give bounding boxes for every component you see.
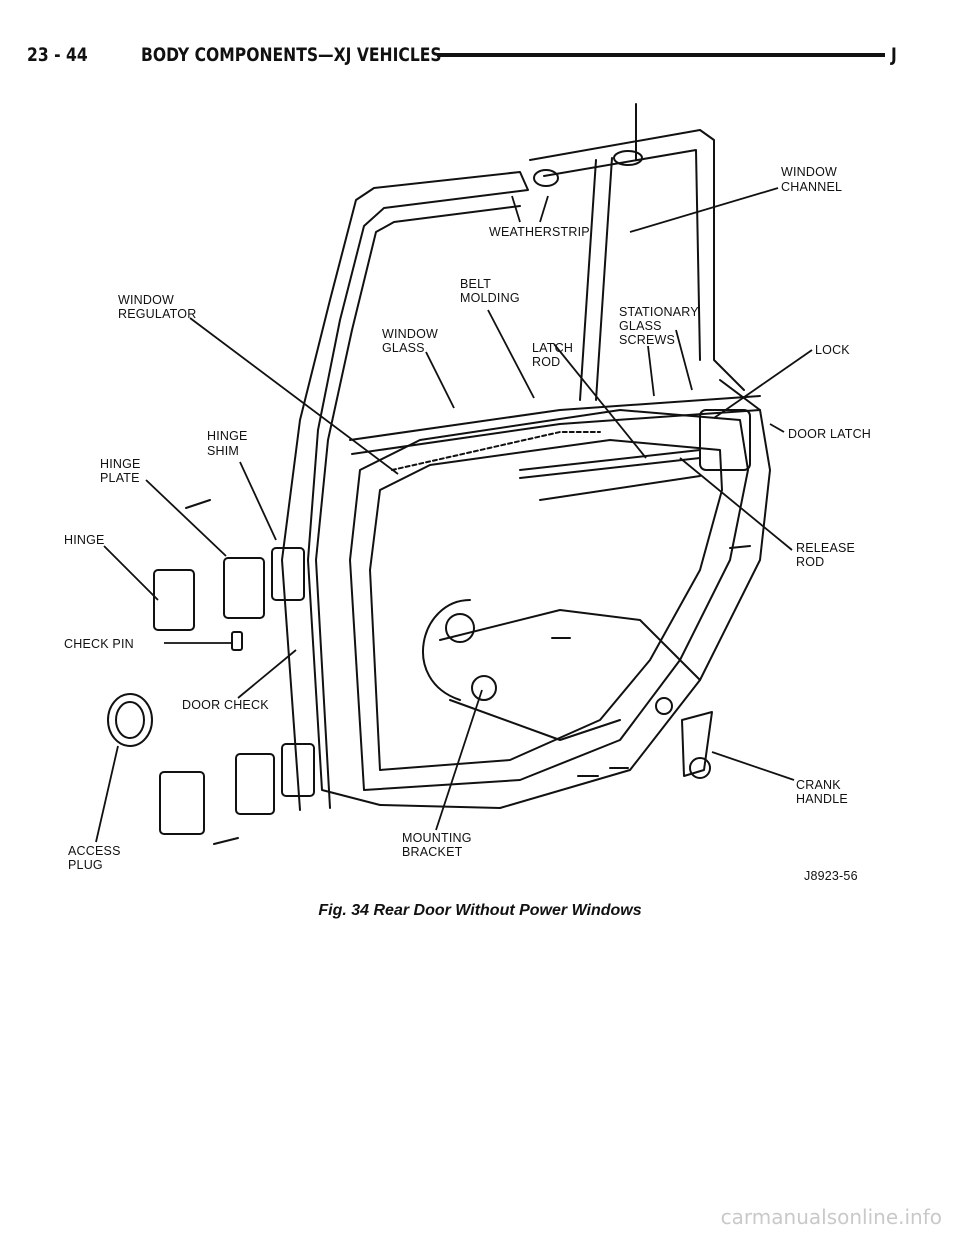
- label-hinge: HINGE: [64, 533, 105, 547]
- label-belt-molding-2: MOLDING: [460, 291, 520, 305]
- label-window-glass-1: WINDOW: [382, 327, 438, 341]
- inner-panel: [349, 409, 749, 791]
- label-hinge-shim-1: HINGE: [207, 429, 248, 443]
- label-window-regulator-2: REGULATOR: [118, 307, 196, 321]
- label-hinge-plate-2: PLATE: [100, 471, 140, 485]
- page-header: 23 - 44 BODY COMPONENTS—XJ VEHICLES J: [27, 44, 933, 74]
- label-crank-handle-1: CRANK: [796, 778, 841, 792]
- label-latch-rod-2: ROD: [532, 355, 560, 369]
- label-weatherstrip: WEATHERSTRIP: [489, 225, 590, 239]
- label-latch-rod-1: LATCH: [532, 341, 573, 355]
- header-rule: [437, 53, 885, 57]
- label-mounting-bracket-2: BRACKET: [402, 845, 463, 859]
- label-door-latch: DOOR LATCH: [788, 427, 871, 441]
- label-release-rod-2: ROD: [796, 555, 824, 569]
- label-door-check: DOOR CHECK: [182, 698, 269, 712]
- door-shell-outline: [281, 171, 771, 811]
- page-number: 23 - 44: [27, 44, 88, 66]
- label-mounting-bracket-1: MOUNTING: [402, 831, 472, 845]
- part-labels: WINDOW CHANNEL WEATHERSTRIP BELT MOLDING…: [64, 165, 871, 883]
- door-drawing: [107, 103, 771, 845]
- label-hinge-shim-2: SHIM: [207, 444, 239, 458]
- label-lock: LOCK: [815, 343, 850, 357]
- figure-code: J8923-56: [804, 869, 858, 883]
- label-check-pin: CHECK PIN: [64, 637, 134, 651]
- label-crank-handle-2: HANDLE: [796, 792, 848, 806]
- watermark: carmanualsonline.info: [720, 1205, 942, 1229]
- leader-lines: [95, 187, 813, 843]
- label-stationary-glass-screws-2: GLASS: [619, 319, 662, 333]
- label-window-channel-2: CHANNEL: [781, 180, 842, 194]
- label-stationary-glass-screws-3: SCREWS: [619, 333, 675, 347]
- label-window-glass-2: GLASS: [382, 341, 425, 355]
- label-belt-molding-1: BELT: [460, 277, 491, 291]
- section-title: BODY COMPONENTS—XJ VEHICLES: [141, 44, 442, 66]
- label-window-channel-1: WINDOW: [781, 165, 837, 179]
- label-stationary-glass-screws-1: STATIONARY: [619, 305, 699, 319]
- figure-caption: Fig. 34 Rear Door Without Power Windows: [318, 902, 642, 919]
- label-release-rod-1: RELEASE: [796, 541, 855, 555]
- edition-letter: J: [891, 44, 897, 66]
- label-access-plug-1: ACCESS: [68, 844, 121, 858]
- label-access-plug-2: PLUG: [68, 858, 103, 872]
- label-hinge-plate-1: HINGE: [100, 457, 141, 471]
- label-window-regulator-1: WINDOW: [118, 293, 174, 307]
